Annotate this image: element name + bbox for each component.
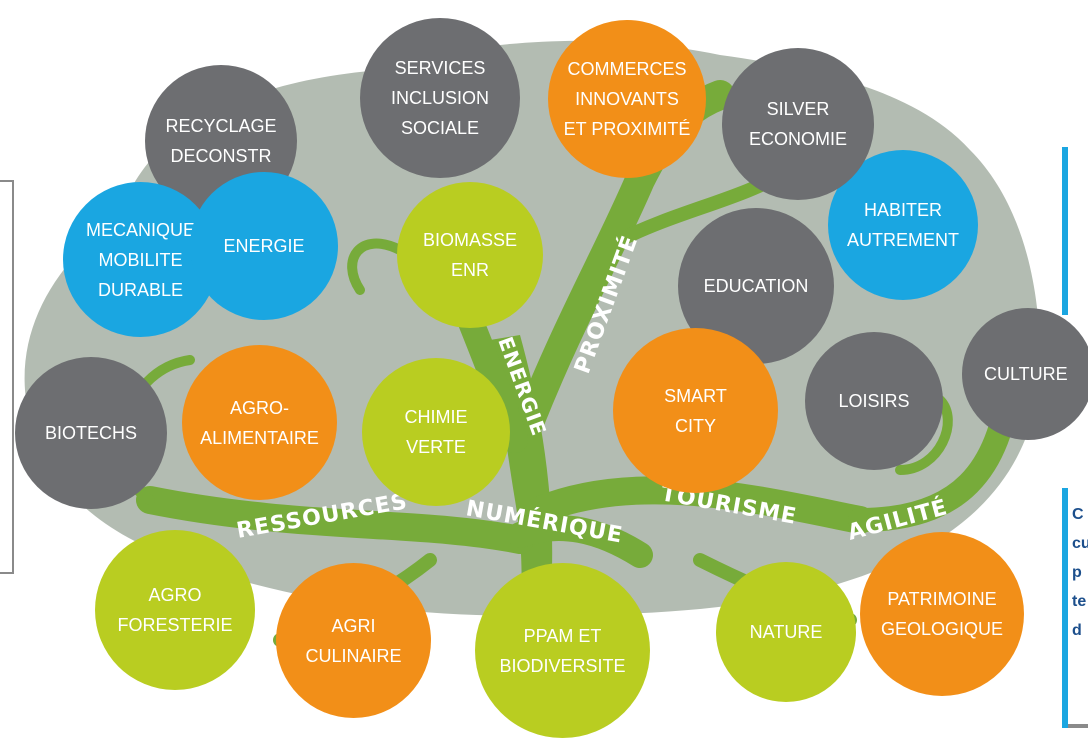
- right-frame-top: [1062, 147, 1088, 315]
- bubble-energie: ENERGIE: [190, 172, 338, 320]
- branch-curl-right: [895, 395, 953, 475]
- side-text-line: p: [1072, 564, 1082, 581]
- branch-curl-mid: [347, 238, 405, 295]
- side-text-clipped: C cu p te d: [1072, 500, 1088, 645]
- bubble-commerces: COMMERCES INNOVANTS ET PROXIMITÉ: [548, 20, 706, 178]
- branch-ressources: [136, 486, 534, 554]
- bubble-patrimoine: PATRIMOINE GEOLOGIQUE: [860, 532, 1024, 696]
- bubble-biomasse: BIOMASSE ENR: [397, 182, 543, 328]
- side-text-line: cu: [1072, 535, 1088, 552]
- bubble-culture: CULTURE: [962, 308, 1088, 440]
- left-frame-edge: [0, 180, 14, 574]
- bubble-loisirs: LOISIRS: [805, 332, 943, 470]
- bubble-ppam: PPAM ET BIODIVERSITE: [475, 563, 650, 738]
- side-text-line: te: [1072, 593, 1087, 610]
- side-text-line: C: [1072, 506, 1084, 523]
- bubble-silver: SILVER ECONOMIE: [722, 48, 874, 200]
- bubble-agri-culinaire: AGRI CULINAIRE: [276, 563, 431, 718]
- branch-numerique: [507, 514, 653, 568]
- right-frame-shadow: [1068, 724, 1088, 728]
- bubble-smart-city: SMART CITY: [613, 328, 778, 493]
- bubble-agro-alimentaire: AGRO- ALIMENTAIRE: [182, 345, 337, 500]
- bubble-services: SERVICES INCLUSION SOCIALE: [360, 18, 520, 178]
- bubble-chimie-verte: CHIMIE VERTE: [362, 358, 510, 506]
- side-text-line: d: [1072, 622, 1082, 639]
- bubble-biotechs: BIOTECHS: [15, 357, 167, 509]
- bubble-nature: NATURE: [716, 562, 856, 702]
- bubble-agroforesterie: AGRO FORESTERIE: [95, 530, 255, 690]
- right-frame-bottom: [1062, 488, 1088, 728]
